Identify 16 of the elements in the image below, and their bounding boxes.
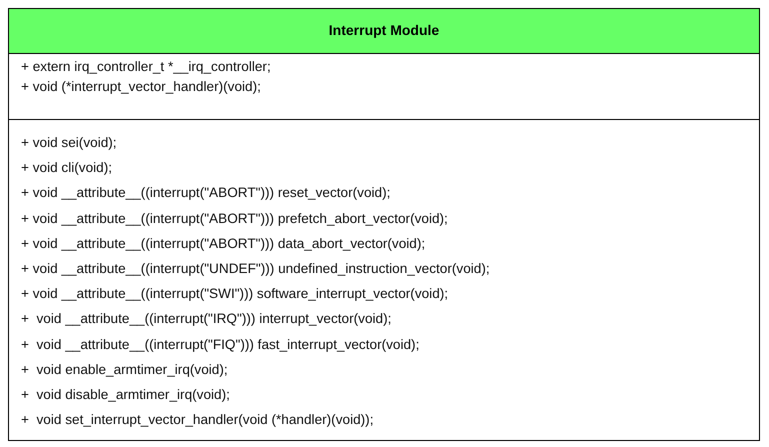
- method-text: + void set_interrupt_vector_handler(void (*handler)(void));: [21, 412, 374, 428]
- method-text: + void __attribute__((interrupt("SWI"))) software_interrupt_vector(void);: [21, 286, 448, 302]
- class-name: Interrupt Module: [328, 22, 440, 38]
- method-text: + void __attribute__((interrupt("ABORT"))) reset_vector(void);: [21, 185, 390, 202]
- method-text: + void __attribute__((interrupt("UNDEF"))) undefined_instruction_vector(void);: [21, 261, 490, 277]
- method-text: + void enable_armtimer_irq(void);: [21, 362, 228, 378]
- method-text: + void sei(void);: [21, 135, 117, 151]
- attribute-text: + void (*interrupt_vector_handler)(void);: [21, 78, 261, 94]
- method-text: + void __attribute__((interrupt("ABORT"))) prefetch_abort_vector(void);: [21, 210, 448, 227]
- method-text: + void __attribute__((interrupt("IRQ"))) interrupt_vector(void);: [21, 311, 392, 328]
- method-text: + void __attribute__((interrupt("FIQ"))) fast_interrupt_vector(void);: [21, 336, 420, 353]
- method-text: + void cli(void);: [21, 160, 112, 176]
- method-text: + void __attribute__((interrupt("ABORT"))) data_abort_vector(void);: [21, 236, 426, 252]
- attribute-text: + extern irq_controller_t *__irq_controller;: [21, 59, 271, 75]
- class-box: [8, 8, 760, 441]
- method-text: + void disable_armtimer_irq(void);: [21, 387, 230, 403]
